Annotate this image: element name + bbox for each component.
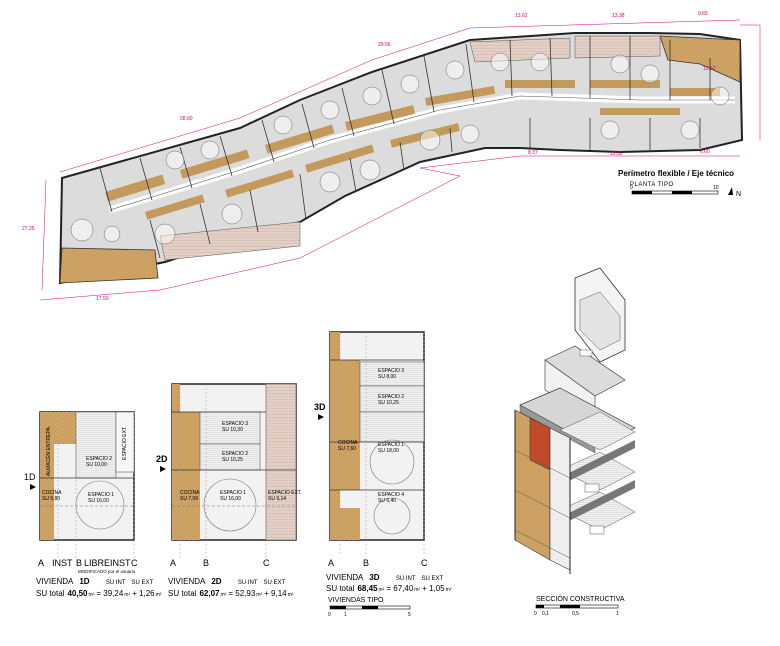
unit1d-kitchen-name: COCINA [42, 490, 62, 496]
unit2d-axis-c: C [263, 558, 270, 568]
deck-strip-top2 [469, 37, 571, 63]
unit1d-storage: ALMACÉN ENTREPA. [45, 426, 52, 476]
dim-8: 6.60 [700, 149, 710, 155]
unit2d-space1-name: ESPACIO 1 [220, 490, 246, 496]
unit1d-zone-1: INST [52, 558, 73, 568]
dim-3: 9.65 [698, 11, 708, 17]
unit2d-pointer-icon [160, 466, 166, 472]
constructive-section: SECCIÓN CONSTRUCTIVA 0 0,1 0,5 1 [514, 267, 636, 617]
unit3d-space1-name: ESPACIO 1 [378, 442, 404, 448]
unit3d-pointer-icon [318, 414, 324, 420]
unit3d-space4-area: SU 6,40 [378, 498, 396, 504]
dim-9: 28.60 [180, 116, 193, 122]
dim-5: 12.52 [703, 66, 716, 72]
turning-circles [70, 52, 730, 245]
site-scale-end: 10 [713, 185, 719, 191]
dim-2: 13.38 [612, 13, 625, 19]
units-scale-0: 0 [328, 612, 331, 618]
site-scale-start: 0 [630, 185, 633, 191]
unit1d-pointer-icon [30, 484, 36, 490]
dim-11: 27.25 [22, 226, 35, 232]
terrace-right [659, 35, 741, 83]
dim-7: 13.32 [610, 151, 623, 157]
unit2d-ext-name: ESPACIO EXT. [268, 490, 302, 496]
unit1d-axis-c: C [131, 558, 138, 568]
unit3d-axis-c: C [421, 558, 428, 568]
unit2d-kitchen-name: COCINA [180, 490, 200, 496]
unit3d-space3-name: ESPACIO 3 [378, 368, 404, 374]
dimension-lines [39, 19, 761, 301]
unit1d-tag: 1D [24, 472, 36, 482]
unit2d-space2-name: ESPACIO 2 [222, 451, 248, 457]
unit3d-kitchen-area: SU 7,60 [338, 446, 356, 452]
north-arrow-icon [728, 187, 733, 195]
unit2d-space3-area: SU 10,30 [222, 427, 243, 433]
unit3d-space1-area: SU 18,00 [378, 448, 399, 454]
technical-axis-upper [105, 80, 720, 202]
unit2d-axis-b: B [203, 558, 209, 568]
terrace-left [59, 247, 159, 284]
unit2d-kitchen-area: SU 7,09 [180, 496, 198, 502]
unit3d-axis-a: A [328, 558, 334, 568]
unit3d-tag: 3D [314, 402, 326, 412]
unit-2d: ESPACIO 3 SU 10,30 ESPACIO 2 SU 10,25 ES… [156, 383, 302, 598]
unit1d-zone-2: LIBRE [84, 558, 110, 568]
section-scale-0: 0 [534, 611, 537, 617]
section-scale-1: 1 [616, 611, 619, 617]
partitions [99, 36, 711, 259]
dim-1: 13.62 [515, 13, 528, 19]
unit1d-note: MODIFICADO por el usuario [78, 569, 136, 574]
dim-4: 29.56 [378, 42, 391, 48]
unit1d-axis-a: A [38, 558, 44, 568]
unit2d-space3-name: ESPACIO 3 [222, 421, 248, 427]
unit2d-space1-area: SU 16,00 [220, 496, 241, 502]
unit3d-kitchen-name: COCINA [338, 440, 358, 446]
unit1d-space2-area: SU 10,00 [86, 462, 107, 468]
unit3d-axis-b: B [363, 558, 369, 568]
unit3d-space3-area: SU 8,00 [378, 374, 396, 380]
north-label: N [736, 191, 741, 198]
unit1d-kitchen-area: SU 5,80 [42, 496, 60, 502]
unit-3d: ESPACIO 3 SU 8,00 ESPACIO 2 SU 10,25 ESP… [314, 331, 452, 618]
deck-strip-top [574, 35, 661, 59]
dim-10: 17.50 [96, 296, 109, 302]
unit1d-axis-b: B [76, 558, 82, 568]
unit3d-space2-name: ESPACIO 2 [378, 394, 404, 400]
section-caption: SECCIÓN CONSTRUCTIVA [536, 594, 625, 603]
units-caption: VIVIENDAS TIPO [328, 597, 384, 604]
unit2d-ext-area: SU 9,14 [268, 496, 286, 502]
section-scale-01: 0,1 [542, 611, 549, 617]
units-scale-1: 1 [344, 612, 347, 618]
unit1d-space2-name: ESPACIO 2 [86, 456, 112, 462]
unit1d-space1-area: SU 16,00 [88, 498, 109, 504]
deck-strip-bottom [159, 221, 301, 261]
site-plan: 13.62 13.38 9.65 29.56 12.52 8.37 13.32 … [22, 11, 761, 302]
units-scale-5: 5 [408, 612, 411, 618]
unit-1d: ESPACIO 2 SU 10,00 ESPACIO 1 SU 16,00 CO… [24, 411, 162, 598]
unit2d-tag: 2D [156, 454, 168, 464]
site-plan-title: Perímetro flexible / Eje técnico [618, 169, 734, 178]
unit1d-ext: ESPACIO EXT. [122, 426, 128, 460]
unit2d-axis-a: A [170, 558, 176, 568]
unit3d-space2-area: SU 10,25 [378, 400, 399, 406]
section-scale-05: 0,5 [572, 611, 579, 617]
site-plan-subtitle: PLANTA TIPO [630, 182, 674, 188]
unit3d-space4-name: ESPACIO 4 [378, 492, 404, 498]
unit2d-space2-area: SU 10,25 [222, 457, 243, 463]
unit1d-zone-3: INST [110, 558, 131, 568]
unit1d-space1-name: ESPACIO 1 [88, 492, 114, 498]
dim-6: 8.37 [528, 150, 538, 156]
